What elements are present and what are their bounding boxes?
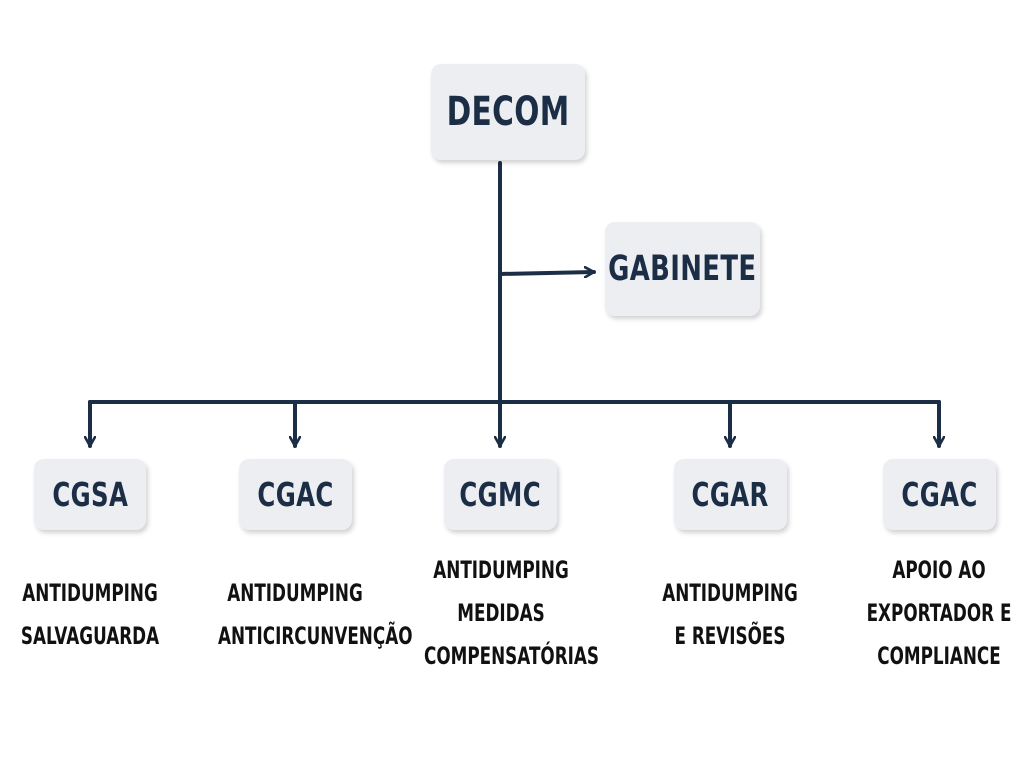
decom-box: DECOM xyxy=(431,64,585,160)
description-line: ANTIDUMPING xyxy=(22,579,158,607)
description-line: ANTICIRCUNVENÇÃO xyxy=(218,622,413,650)
unit-description-cgar: ANTIDUMPING E REVISÕES xyxy=(620,572,840,658)
description-line: SALVAGUARDA xyxy=(20,622,160,650)
unit-label: CGAC xyxy=(901,475,978,514)
unit-box-cgsa: CGSA xyxy=(34,459,146,530)
description-line: ANTIDUMPING xyxy=(662,579,798,607)
decom-label: DECOM xyxy=(446,89,570,135)
description-line: E REVISÕES xyxy=(674,622,786,650)
description-line: APOIO AO xyxy=(892,556,986,584)
gabinete-box: GABINETE xyxy=(605,222,760,316)
description-line: COMPENSATÓRIAS xyxy=(424,642,600,670)
unit-box-cgac-2: CGAC xyxy=(883,459,996,530)
description-line: COMPLIANCE xyxy=(877,642,1001,670)
unit-label: CGSA xyxy=(52,475,128,514)
unit-box-cgmc: CGMC xyxy=(444,459,557,530)
unit-label: CGMC xyxy=(459,475,542,514)
unit-label: CGAC xyxy=(257,475,334,514)
gabinete-label: GABINETE xyxy=(608,249,757,289)
unit-label: CGAR xyxy=(691,475,770,514)
unit-description-cgmc: ANTIDUMPING MEDIDAS COMPENSATÓRIAS xyxy=(391,549,611,678)
description-line: EXPORTADOR E xyxy=(866,599,1012,627)
description-line: ANTIDUMPING xyxy=(433,556,569,584)
unit-description-cgac-2: APOIO AO EXPORTADOR E COMPLIANCE xyxy=(829,549,1024,678)
description-line: ANTIDUMPING xyxy=(227,579,363,607)
staff-branch-arrow xyxy=(498,272,596,274)
unit-description-cgsa: ANTIDUMPING SALVAGUARDA xyxy=(0,572,200,658)
unit-box-cgac-1: CGAC xyxy=(239,459,352,530)
description-line: MEDIDAS xyxy=(457,599,545,627)
unit-box-cgar: CGAR xyxy=(674,459,787,530)
unit-description-cgac-1: ANTIDUMPING ANTICIRCUNVENÇÃO xyxy=(185,572,413,658)
